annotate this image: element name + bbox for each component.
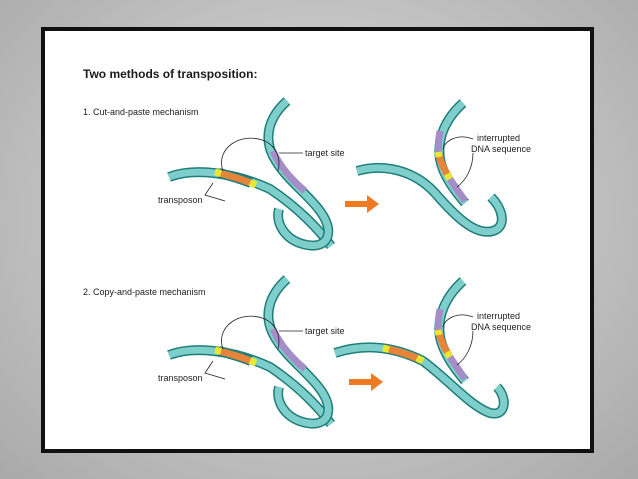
panel-2-donor-strand (167, 345, 336, 427)
panel-2-result-label-line2: DNA sequence (471, 322, 531, 332)
panel-2-transposon-bracket (204, 360, 226, 380)
panel-1-jump-arrow (221, 137, 280, 172)
panel-2-result-strand (333, 277, 509, 419)
panel-2-result-pointer-lower (456, 330, 474, 366)
panel-1-target-label: target site (305, 148, 345, 158)
panel-2-flank-left (214, 346, 222, 355)
panel-2-result-flank-bottom (443, 350, 454, 359)
panel-2-result-pointer-upper (442, 314, 474, 328)
panel-1-orange-arrow (345, 195, 379, 213)
panel-1-flank-right (248, 179, 258, 189)
panel-1-transposon-label: transposon (158, 195, 203, 205)
panel-2-transposon-label: transposon (158, 373, 203, 383)
panel-1-flank-left (214, 168, 222, 177)
panel-2-heading: 2. Copy-and-paste mechanism (83, 287, 206, 297)
panel-2-result-donor-flank-left (382, 344, 390, 353)
panel-1-result-flank-bottom (443, 172, 454, 181)
panel-2-orange-arrow (349, 373, 383, 391)
panel-2-result-donor-flank-right (415, 354, 425, 365)
panel-2-target-strand (263, 275, 334, 429)
panel-1-transposon (218, 169, 253, 187)
panel-2-target-site (269, 327, 308, 372)
panel-1-target-site (269, 149, 308, 194)
panel-1-result-target-upper (434, 130, 444, 156)
panel-2-result-label-line1: interrupted (477, 311, 520, 321)
panel-1-result-strand (355, 99, 507, 237)
panel-1-donor-strand (167, 167, 336, 249)
slide-card: Two methods of transposition: 1. Cut-and… (41, 27, 594, 453)
panel-2-transposon (218, 347, 253, 365)
panel-1-heading: 1. Cut-and-paste mechanism (83, 107, 199, 117)
panel-1-target-strand (263, 97, 334, 251)
panel-1: target site transposon interrupted DNA s… (158, 97, 531, 251)
panel-1-result-pointer-lower (456, 152, 474, 188)
panel-2-result-target-upper (434, 308, 444, 334)
panel-2-result-donor-transposon (386, 345, 421, 363)
panel-1-result-label-line1: interrupted (477, 133, 520, 143)
figure-title: Two methods of transposition: (83, 67, 258, 81)
panel-2-jump-arrow (221, 315, 280, 350)
panel-1-transposon-bracket (204, 182, 226, 202)
panel-2-result-flank-top (434, 329, 443, 336)
panel-1-result-flank-top (434, 151, 443, 158)
panel-2-flank-right (248, 357, 258, 367)
panel-2-target-label: target site (305, 326, 345, 336)
transposition-diagram: target site transposon interrupted DNA s… (158, 97, 531, 429)
panel-1-result-label-line2: DNA sequence (471, 144, 531, 154)
panel-1-result-target-lower (447, 177, 468, 203)
panel-2-result-target-lower (447, 355, 468, 381)
panel-2: target site transposon interrupted DNA (158, 275, 531, 429)
panel-1-result-pointer-upper (442, 136, 474, 150)
